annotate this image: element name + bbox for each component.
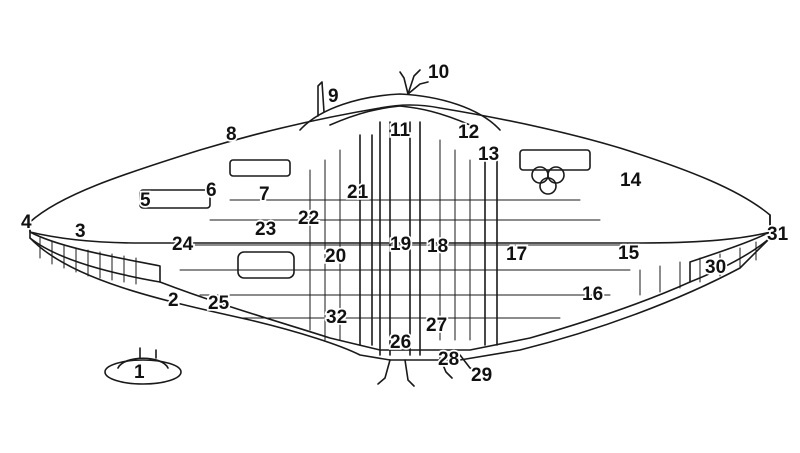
callout-16: 16 <box>582 284 603 305</box>
callout-19: 19 <box>390 234 411 255</box>
callout-2: 2 <box>168 290 179 311</box>
capsule-box <box>237 251 295 279</box>
top-antenna <box>399 69 429 95</box>
lower-hull <box>29 237 771 361</box>
callout-3: 3 <box>75 221 86 242</box>
callout-8: 8 <box>226 124 237 145</box>
top-panel-left <box>139 189 211 209</box>
callout-20: 20 <box>325 246 346 267</box>
rim-equipment-left <box>39 237 137 285</box>
callout-10: 10 <box>428 62 449 83</box>
dome-ridge <box>329 105 471 126</box>
callout-23: 23 <box>255 219 276 240</box>
callouts: 1 2 3 4 5 6 7 8 9 10 11 12 13 14 15 16 1… <box>19 60 790 388</box>
callout-21: 21 <box>347 182 369 203</box>
rim-equipment-right <box>639 241 757 296</box>
callout-9: 9 <box>328 86 339 107</box>
callout-27: 27 <box>426 315 447 336</box>
callout-30: 30 <box>705 257 726 278</box>
callout-15: 15 <box>618 243 640 264</box>
lower-hull-inner <box>159 281 691 351</box>
callout-11: 11 <box>390 120 411 141</box>
line-art <box>29 69 771 387</box>
callout-7: 7 <box>259 184 270 205</box>
scout-craft-body <box>104 359 182 385</box>
callout-28: 28 <box>438 349 459 370</box>
upper-hull <box>29 104 771 244</box>
central-shaft <box>379 121 421 356</box>
callout-14: 14 <box>620 170 642 191</box>
triple-dome-c <box>539 177 557 195</box>
callout-24: 24 <box>172 234 194 255</box>
callout-29: 29 <box>471 365 492 386</box>
callout-12: 12 <box>458 122 479 143</box>
callout-6: 6 <box>206 180 217 201</box>
callout-4: 4 <box>21 212 32 233</box>
rim-band-right <box>689 214 771 283</box>
callout-1: 1 <box>134 362 145 383</box>
rim-band <box>29 221 161 283</box>
shaft-tower-right <box>484 159 498 346</box>
mast <box>317 81 325 117</box>
scout-craft-dome <box>117 357 169 369</box>
callout-5: 5 <box>140 190 151 211</box>
landing-gear <box>377 354 483 387</box>
callout-25: 25 <box>208 293 230 314</box>
deck-lines <box>179 139 631 341</box>
callout-22: 22 <box>298 208 319 229</box>
callout-32: 32 <box>326 307 347 328</box>
callout-31: 31 <box>767 224 789 245</box>
callout-13: 13 <box>478 144 499 165</box>
callout-17: 17 <box>506 244 527 265</box>
callout-18: 18 <box>427 236 448 257</box>
callout-26: 26 <box>390 332 411 353</box>
top-panel-right <box>519 149 591 171</box>
top-panel-left-2 <box>229 159 291 177</box>
shaft-tower-left <box>359 134 373 346</box>
upper-dome <box>299 93 501 131</box>
scout-craft-antenna <box>139 347 157 359</box>
